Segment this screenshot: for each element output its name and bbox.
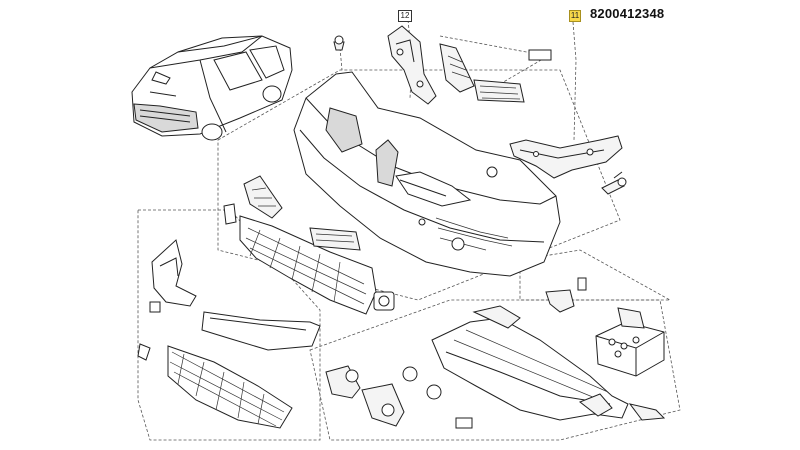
left-vent xyxy=(223,175,283,225)
fixing-kit xyxy=(545,277,665,377)
fog-lamp-bezel xyxy=(373,291,395,311)
top-clip xyxy=(333,35,345,51)
callout-ref-12[interactable]: 12 xyxy=(398,10,412,22)
upper-bracket xyxy=(387,25,437,105)
side-bracket xyxy=(509,135,623,179)
lower-spoiler xyxy=(149,239,197,313)
car-illustration xyxy=(131,35,293,141)
front-bumper xyxy=(293,71,561,277)
underbody-shield xyxy=(431,305,666,421)
trim-strip xyxy=(201,311,321,351)
bottom-grille xyxy=(137,343,293,429)
lower-grille xyxy=(239,215,377,315)
upper-vents xyxy=(439,43,552,103)
screw xyxy=(601,171,627,195)
lower-brackets xyxy=(325,365,473,429)
center-vent xyxy=(309,227,361,251)
part-number-label: 8200412348 xyxy=(590,6,665,21)
callout-ref-11[interactable]: 11 xyxy=(569,10,581,22)
